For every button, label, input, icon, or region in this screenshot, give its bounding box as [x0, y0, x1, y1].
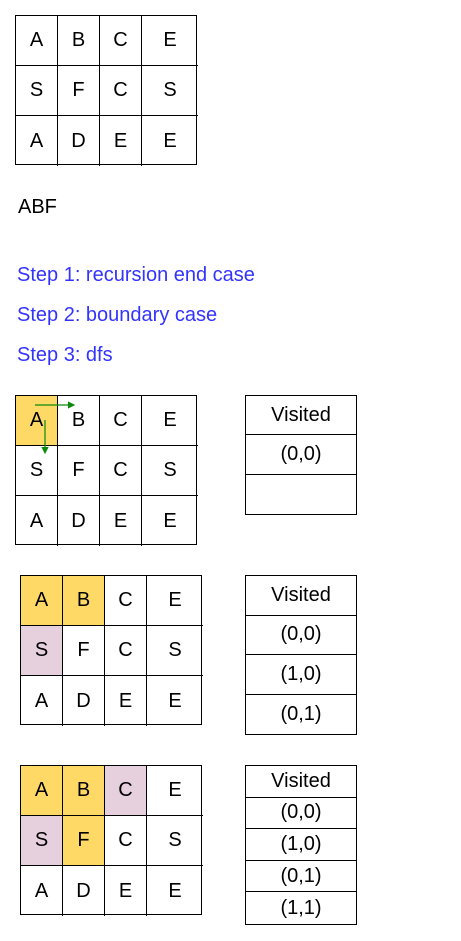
grid-cell: S	[142, 66, 198, 116]
grid-cell: S	[142, 446, 198, 496]
grid-cell: E	[163, 509, 177, 532]
grid-cell: S	[21, 626, 63, 676]
grid-cell: E	[105, 866, 147, 916]
visited-row: (0,1)	[246, 861, 356, 893]
grid-cell: F	[63, 626, 105, 676]
visited-header: Visited	[246, 766, 356, 798]
grid-cell: S	[16, 446, 58, 496]
grid-cell: C	[100, 16, 142, 66]
stage-2-visited-table: Visited(0,0)(1,0) (0,1)	[245, 575, 357, 735]
visited-row: (0,0)	[246, 616, 356, 655]
visited-row: (1,1)	[280, 896, 322, 919]
step-3-label: Step 3: dfs	[17, 344, 113, 366]
grid-cell: E	[142, 396, 198, 446]
grid-cell: F	[58, 446, 100, 496]
grid-cell: B	[63, 766, 105, 816]
grid-cell: D	[63, 866, 105, 916]
visited-row: (1,0)	[246, 655, 356, 695]
grid-cell: C	[105, 576, 147, 626]
visited-header: Visited	[246, 576, 356, 616]
grid-cell: F	[58, 66, 100, 116]
grid-cell: E	[168, 879, 182, 902]
visited-row: (1,0)	[246, 829, 356, 861]
grid-cell: E	[100, 116, 142, 166]
grid-cell: S	[147, 816, 203, 866]
visited-header: Visited	[246, 396, 356, 436]
grid-cell: C	[100, 66, 142, 116]
grid-cell: A	[16, 396, 58, 446]
grid-cell: E	[105, 676, 147, 726]
grid-cell: E	[142, 16, 198, 66]
grid-cell: A	[21, 576, 63, 626]
grid-cell: A	[21, 866, 63, 916]
grid-cell: E	[147, 576, 203, 626]
grid-cell: E	[147, 766, 203, 816]
grid-cell: A	[16, 496, 58, 546]
grid-cell: B	[58, 396, 100, 446]
grid-cell: C	[105, 766, 147, 816]
grid-cell: A	[16, 116, 58, 166]
grid-cell: A	[21, 766, 63, 816]
visited-row: (0,1)	[280, 702, 322, 725]
stage-3-visited-table: Visited(0,0)(1,0)(0,1) (1,1)	[245, 765, 357, 925]
grid-cell: C	[105, 816, 147, 866]
grid-cell: B	[58, 16, 100, 66]
stage-1-visited-table: Visited(0,0)	[245, 395, 357, 515]
grid-cell: D	[58, 496, 100, 546]
grid-cell: S	[147, 626, 203, 676]
grid-cell: A	[21, 676, 63, 726]
grid-cell: C	[100, 446, 142, 496]
grid-cell: E	[100, 496, 142, 546]
grid-cell: C	[100, 396, 142, 446]
target-word: ABF	[18, 196, 57, 218]
step-2-label: Step 2: boundary case	[17, 304, 218, 326]
visited-row: (0,0)	[246, 435, 356, 475]
grid-cell: F	[63, 816, 105, 866]
grid-cell: D	[58, 116, 100, 166]
grid-cell: C	[105, 626, 147, 676]
grid-cell: A	[16, 16, 58, 66]
grid-cell: B	[63, 576, 105, 626]
step-1-label: Step 1: recursion end case	[17, 264, 255, 286]
grid-cell: E	[168, 689, 182, 712]
visited-row: (0,0)	[246, 798, 356, 830]
grid-cell: E	[163, 129, 177, 152]
grid-cell: D	[63, 676, 105, 726]
grid-cell: S	[21, 816, 63, 866]
grid-cell: S	[16, 66, 58, 116]
